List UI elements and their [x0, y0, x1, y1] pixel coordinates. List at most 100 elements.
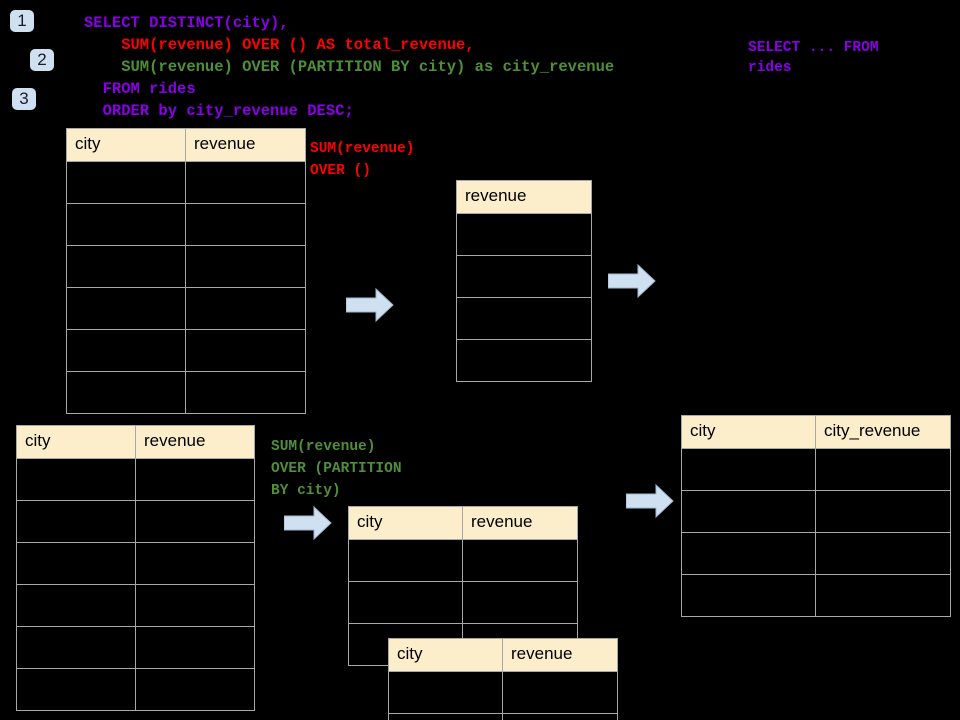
query-line-from: FROM rides: [84, 80, 196, 98]
cell-revenue: [456, 255, 592, 298]
table-row: [66, 161, 306, 204]
table-row: [388, 713, 618, 720]
table-row: [456, 297, 592, 340]
rides-source-table-2: city revenue: [16, 425, 255, 711]
arrow-source-to-partition: [284, 506, 332, 540]
cell-city: [66, 245, 186, 288]
sum-over-partition-annotation-line1: SUM(revenue): [271, 439, 376, 455]
column-header-revenue: revenue: [462, 506, 578, 540]
sum-over-partition-annotation-line2: OVER (PARTITION: [271, 461, 402, 477]
cell-revenue: [456, 339, 592, 382]
table-row: [388, 671, 618, 714]
cell-revenue: [456, 297, 592, 340]
cell-revenue: [135, 626, 255, 669]
column-header-revenue: revenue: [185, 128, 306, 162]
table-header-row: city city_revenue: [681, 415, 951, 449]
table-row: [66, 245, 306, 288]
cell-revenue: [135, 584, 255, 627]
cell-revenue: [462, 539, 578, 582]
query-line-order-by: ORDER by city_revenue DESC;: [84, 102, 354, 120]
step-badge-2: 2: [30, 49, 54, 71]
table-row: [348, 539, 578, 582]
cell-city: [348, 539, 463, 582]
total-revenue-table: revenue: [456, 180, 592, 382]
cell-revenue: [502, 671, 618, 714]
column-header-revenue: revenue: [135, 425, 255, 459]
cell-city: [388, 671, 503, 714]
arrow-partition-to-result: [626, 484, 674, 518]
cell-revenue: [456, 213, 592, 256]
cell-revenue: [135, 458, 255, 501]
table-header-row: city revenue: [66, 128, 306, 162]
cell-revenue: [185, 329, 306, 372]
sum-over-partition-annotation-line3: BY city): [271, 483, 341, 499]
query-line-select: SELECT DISTINCT(city),: [84, 14, 289, 32]
query-line-total-revenue: SUM(revenue) OVER () AS total_revenue,: [84, 36, 475, 54]
table-row: [16, 668, 255, 711]
cell-revenue: [185, 245, 306, 288]
cell-city: [16, 458, 136, 501]
table-row: [681, 574, 951, 617]
table-row: [66, 329, 306, 372]
cell-revenue: [185, 161, 306, 204]
cell-city: [66, 287, 186, 330]
table-row: [16, 584, 255, 627]
table-row: [681, 532, 951, 575]
cell-revenue: [185, 287, 306, 330]
cell-city: [16, 542, 136, 585]
sum-over-empty-annotation-line2: OVER (): [310, 163, 371, 179]
table-row: [348, 581, 578, 624]
arrow-total-to-result: [608, 264, 656, 298]
arrow-source-to-total: [346, 288, 394, 322]
table-row: [456, 339, 592, 382]
table-row: [16, 458, 255, 501]
column-header-city: city: [66, 128, 186, 162]
table-row: [66, 371, 306, 414]
column-header-city-revenue: city_revenue: [815, 415, 951, 449]
cell-city: [66, 203, 186, 246]
cell-revenue: [462, 581, 578, 624]
table-row: [66, 203, 306, 246]
step-badge-1: 1: [10, 10, 34, 32]
cell-revenue: [135, 542, 255, 585]
cell-city: [66, 329, 186, 372]
cell-city: [16, 668, 136, 711]
table-row: [66, 287, 306, 330]
cell-revenue: [185, 371, 306, 414]
rides-source-table: city revenue: [66, 128, 306, 414]
query-line-city-revenue: SUM(revenue) OVER (PARTITION BY city) as…: [84, 58, 615, 76]
column-header-city: city: [388, 638, 503, 672]
table-row: [456, 213, 592, 256]
cell-revenue: [135, 668, 255, 711]
table-row: [681, 448, 951, 491]
column-header-city: city: [348, 506, 463, 540]
table-row: [681, 490, 951, 533]
cell-city-revenue: [815, 448, 951, 491]
cell-city: [16, 584, 136, 627]
cell-city: [66, 371, 186, 414]
cell-city: [16, 500, 136, 543]
table-header-row: city revenue: [348, 506, 578, 540]
table-row: [16, 626, 255, 669]
cell-city-revenue: [815, 574, 951, 617]
column-header-revenue: revenue: [456, 180, 592, 214]
cell-city: [681, 490, 816, 533]
cell-city: [681, 448, 816, 491]
table-header-row: revenue: [456, 180, 592, 214]
cell-city: [681, 574, 816, 617]
table-header-row: city revenue: [388, 638, 618, 672]
table-row: [16, 500, 255, 543]
column-header-revenue: revenue: [502, 638, 618, 672]
select-from-rides-note-line2: rides: [748, 60, 792, 76]
cell-city-revenue: [815, 490, 951, 533]
partition-group-table-2: city revenue: [388, 638, 618, 720]
cell-city: [681, 532, 816, 575]
cell-city: [388, 713, 503, 720]
cell-revenue: [502, 713, 618, 720]
cell-revenue: [135, 500, 255, 543]
table-row: [456, 255, 592, 298]
step-badge-3: 3: [12, 88, 36, 110]
cell-city: [66, 161, 186, 204]
cell-revenue: [185, 203, 306, 246]
